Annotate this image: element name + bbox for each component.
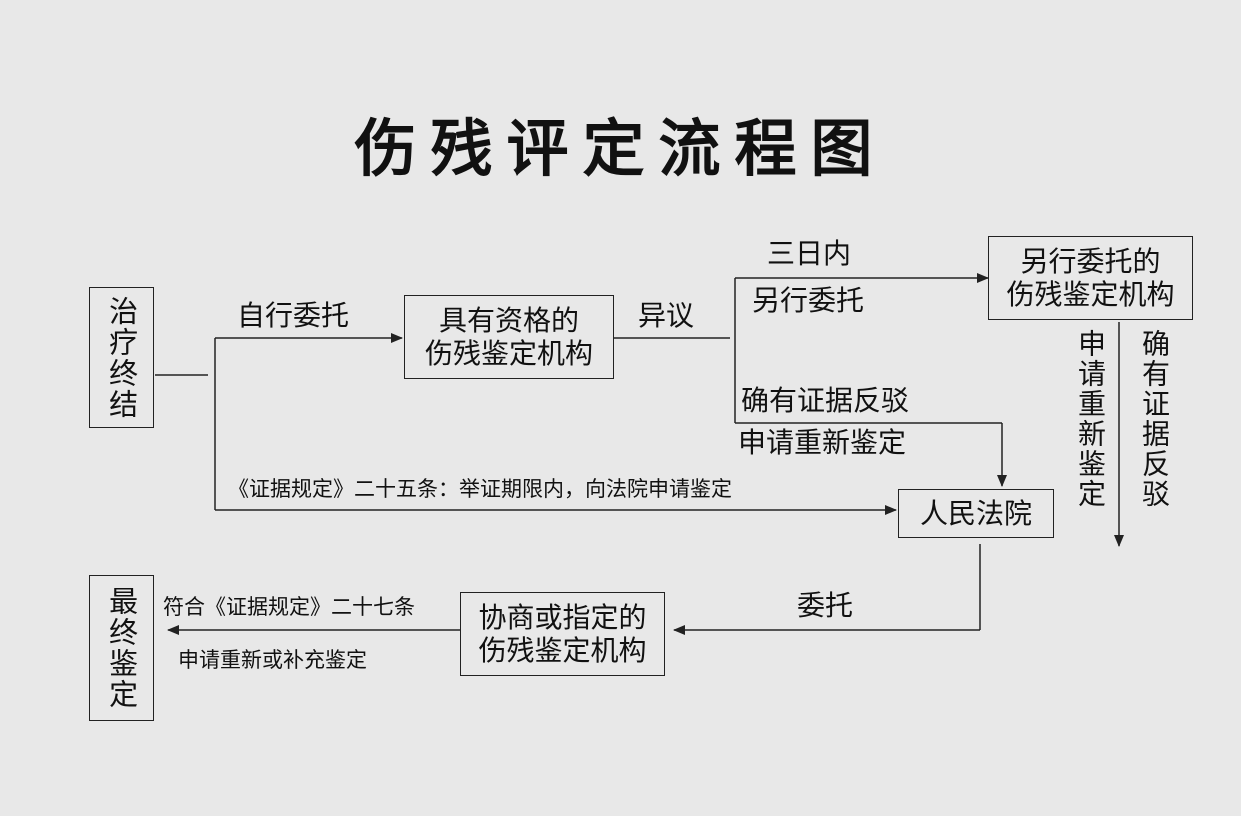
label-apply-reappraisal: 申请重新鉴定: [738, 426, 907, 459]
node-negotiated-institution: 协商或指定的 伤残鉴定机构: [460, 592, 665, 676]
node-other-institution-label: 另行委托的 伤残鉴定机构: [1006, 244, 1175, 311]
label-entrust: 委托: [797, 589, 854, 622]
label-within-three-days: 三日内: [767, 237, 852, 270]
node-qualified-institution: 具有资格的 伤残鉴定机构: [404, 295, 614, 379]
node-treatment-end-label: 治疗终结: [104, 295, 139, 420]
label-rule-25: 《证据规定》二十五条：举证期限内，向法院申请鉴定: [228, 477, 732, 501]
node-negotiated-institution-label: 协商或指定的 伤残鉴定机构: [478, 600, 647, 667]
node-treatment-end: 治疗终结: [89, 287, 154, 428]
label-vertical-apply-reappraisal: 申请重新鉴定: [1074, 329, 1107, 509]
node-final-appraisal-label: 最终鉴定: [104, 586, 139, 710]
page-title: 伤残评定流程图: [354, 112, 887, 185]
node-final-appraisal: 最终鉴定: [89, 575, 154, 721]
label-vertical-rebuttal-evidence: 确有证据反驳: [1138, 329, 1171, 509]
label-entrust-other: 另行委托: [752, 284, 865, 317]
label-objection: 异议: [638, 299, 695, 332]
node-court-label: 人民法院: [919, 496, 1032, 530]
label-self-entrust: 自行委托: [237, 299, 350, 332]
node-qualified-institution-label: 具有资格的 伤残鉴定机构: [424, 303, 593, 370]
label-rule-27: 符合《证据规定》二十七条: [163, 595, 415, 619]
label-apply-re-or-supplement: 申请重新或补充鉴定: [178, 648, 367, 672]
label-rebuttal-evidence: 确有证据反驳: [741, 384, 910, 417]
node-court: 人民法院: [898, 489, 1054, 538]
node-other-institution: 另行委托的 伤残鉴定机构: [988, 236, 1193, 320]
